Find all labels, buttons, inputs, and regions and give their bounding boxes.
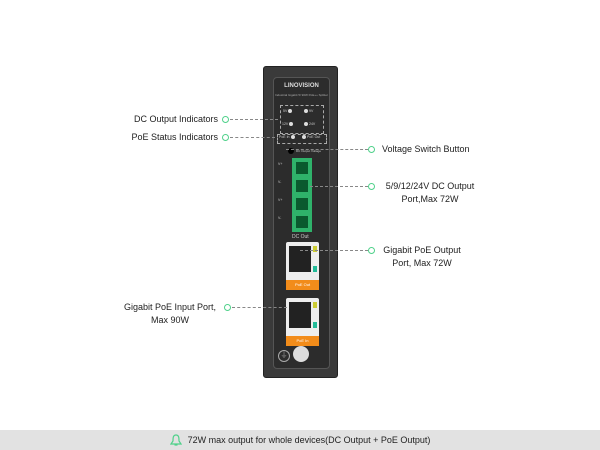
- callout-poe-in: Gigabit PoE Input Port,Max 90W: [123, 302, 217, 325]
- pin-label: V-: [278, 216, 282, 220]
- poe-out-tag: PoE Out: [286, 280, 319, 290]
- led-24v: 24V: [303, 122, 315, 127]
- led-9v: 9V: [303, 109, 313, 114]
- dc-output-terminal: [292, 158, 312, 232]
- ground-screw: [293, 346, 309, 362]
- callout-dot: [224, 304, 231, 311]
- callout-dot: [368, 146, 375, 153]
- dc-led-group: [280, 105, 324, 134]
- pin-label: V+: [278, 162, 283, 166]
- led-poe-out: PoE Out: [301, 135, 320, 140]
- callout-dot: [222, 116, 229, 123]
- footer-bar: 72W max output for whole devices(DC Outp…: [0, 430, 600, 450]
- callout-line: [286, 149, 368, 150]
- callout-line: [230, 119, 278, 120]
- callout-line: [310, 186, 368, 187]
- footer-text: 72W max output for whole devices(DC Outp…: [187, 435, 431, 445]
- dc-out-label: DC Out: [292, 234, 309, 240]
- callout-line: [232, 307, 287, 308]
- poe-splitter-device: LINOVISION Industrial Gigabit 5/ 90W PoE…: [263, 66, 338, 378]
- switch-label: DC Output Voltage: [296, 149, 322, 153]
- led-poe-in: PoE In: [279, 135, 296, 140]
- bell-icon: [169, 433, 182, 446]
- callout-dot: [368, 247, 375, 254]
- voltage-switch-button[interactable]: [288, 148, 294, 154]
- led-12v: 12V: [282, 122, 294, 127]
- callout-line: [230, 137, 275, 138]
- brand-logo: LINOVISION: [284, 83, 319, 89]
- led-5v: 5V: [283, 109, 293, 114]
- ground-icon: ⏚: [278, 350, 290, 362]
- poe-in-port[interactable]: PoE In: [286, 298, 319, 346]
- callout-poe-indicators: PoE Status Indicators: [131, 132, 218, 142]
- poe-in-tag: PoE In: [286, 336, 319, 346]
- pin-label: V+: [278, 198, 283, 202]
- callout-dot: [222, 134, 229, 141]
- poe-led-group: [277, 134, 327, 144]
- front-panel: LINOVISION Industrial Gigabit 5/ 90W PoE…: [273, 77, 330, 369]
- callout-dot: [368, 183, 375, 190]
- pin-label: V-: [278, 180, 282, 184]
- model-text: Industrial Gigabit 5/ 90W PoE++ Splitter: [274, 93, 329, 97]
- callout-voltage-switch: Voltage Switch Button: [382, 144, 470, 154]
- callout-line: [300, 250, 368, 251]
- callout-dc-indicators: DC Output Indicators: [133, 114, 218, 124]
